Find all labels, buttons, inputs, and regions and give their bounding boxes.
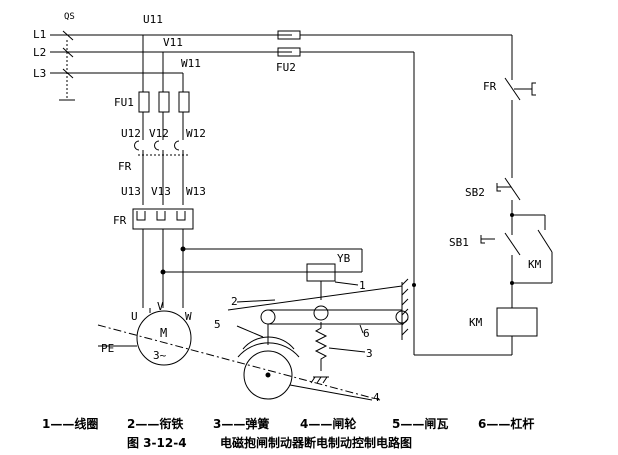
label-w13: W13: [186, 185, 206, 198]
label-num-5: 5: [214, 318, 221, 331]
label-v: V: [157, 300, 164, 313]
legend-item-coil: 1——线圈: [42, 417, 99, 431]
label-num-3: 3: [366, 347, 373, 360]
label-fr-left: FR: [118, 160, 132, 173]
label-u: U: [131, 310, 138, 323]
label-sb2: SB2: [465, 186, 485, 199]
label-l2: L2: [33, 46, 46, 59]
label-num-6: 6: [363, 327, 370, 340]
label-fu2: FU2: [276, 61, 296, 74]
label-motor-m: M: [160, 326, 167, 340]
label-fr-box: FR: [113, 214, 127, 227]
label-u13: U13: [121, 185, 141, 198]
label-v13: V13: [151, 185, 171, 198]
label-fu1: FU1: [114, 96, 134, 109]
label-w: W: [185, 310, 192, 323]
legend-item-lever: 6——杠杆: [478, 417, 535, 431]
figure-title: 电磁抱闸制动器断电制动控制电路图: [220, 436, 413, 450]
label-u12: U12: [121, 127, 141, 140]
figure-number: 图 3-12-4: [127, 436, 187, 450]
legend-item-brake-shoe: 5——闸瓦: [392, 417, 449, 431]
legend-item-brake-wheel: 4——闸轮: [300, 417, 357, 431]
label-motor-phase: 3~: [153, 349, 167, 362]
label-yb: YB: [337, 252, 351, 265]
legend-item-spring: 3——弹簧: [213, 417, 270, 431]
label-u11: U11: [143, 13, 163, 26]
label-l3: L3: [33, 67, 46, 80]
label-pe: PE: [101, 342, 114, 355]
label-v11: V11: [163, 36, 183, 49]
label-km-aux: KM: [528, 258, 542, 271]
label-num-1: 1: [359, 279, 366, 292]
label-qs: QS: [64, 12, 75, 22]
label-km-coil: KM: [469, 316, 483, 329]
legend-item-armature: 2——衔铁: [127, 417, 184, 431]
label-w11: W11: [181, 57, 201, 70]
label-l1: L1: [33, 28, 46, 41]
label-v12: V12: [149, 127, 169, 140]
label-num-2: 2: [231, 295, 238, 308]
label-num-4: 4: [373, 391, 380, 404]
label-sb1: SB1: [449, 236, 469, 249]
label-w12: W12: [186, 127, 206, 140]
label-fr-right: FR: [483, 80, 497, 93]
